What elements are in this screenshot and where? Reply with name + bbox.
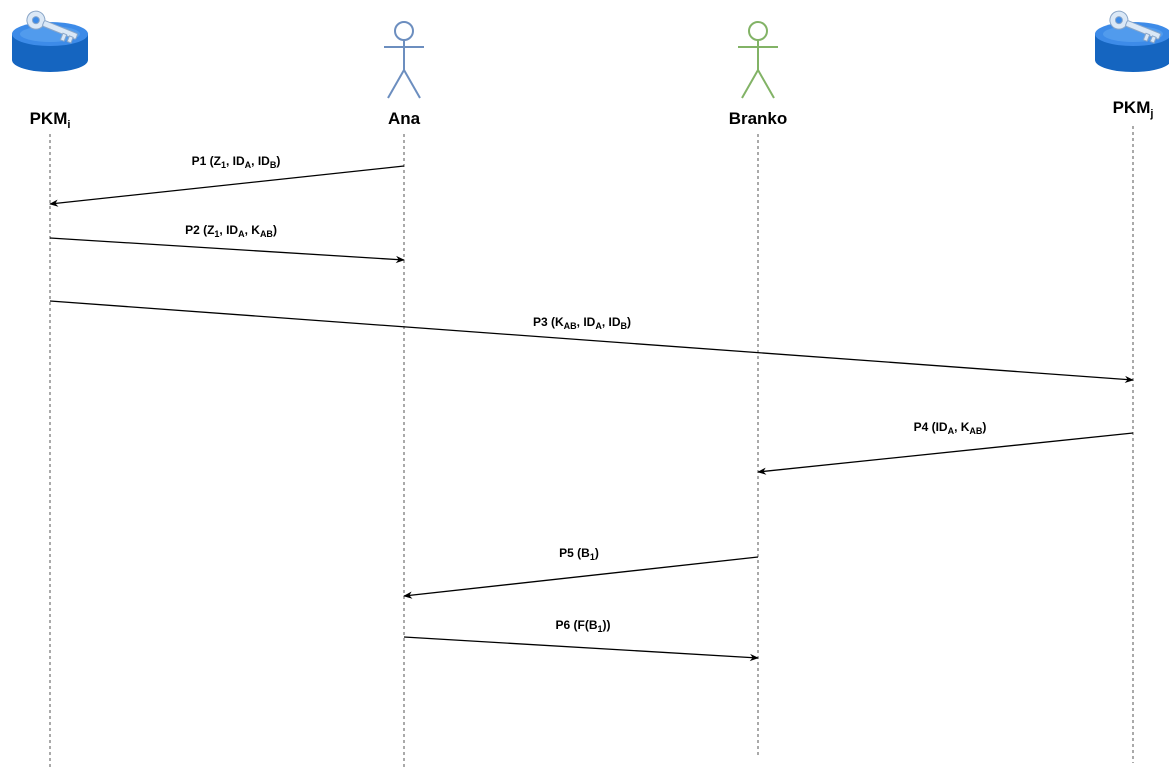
key-server-icon xyxy=(1095,10,1169,72)
participant-pkm-j: PKMj xyxy=(1095,10,1169,763)
message-label: P4 (IDA, KAB) xyxy=(914,420,987,436)
participant-label: PKMi xyxy=(30,109,71,131)
participant-branko: Branko xyxy=(729,21,788,758)
message-arrow xyxy=(49,165,405,207)
message-label: P2 (Z1, IDA, KAB) xyxy=(185,223,277,239)
message-arrow xyxy=(757,432,1134,475)
message-p4: P4 (IDA, KAB) xyxy=(757,420,1134,475)
message-label: P1 (Z1, IDA, IDB) xyxy=(192,154,281,170)
participant-label: PKMj xyxy=(1113,98,1154,120)
participant-label: Branko xyxy=(729,109,788,128)
participant-ana: Ana xyxy=(384,21,424,767)
message-arrow xyxy=(403,636,759,662)
key-server-icon xyxy=(12,10,88,72)
message-arrow xyxy=(49,237,405,264)
message-p3: P3 (KAB, IDA, IDB) xyxy=(49,300,1134,384)
message-label: P6 (F(B1)) xyxy=(555,618,610,634)
participant-pkm-i: PKMi xyxy=(12,10,88,767)
message-p2: P2 (Z1, IDA, KAB) xyxy=(49,223,405,264)
participant-label: Ana xyxy=(388,109,421,128)
message-p6: P6 (F(B1)) xyxy=(403,618,759,662)
message-label: P5 (B1) xyxy=(559,546,599,562)
actor-icon xyxy=(384,21,424,99)
message-arrow xyxy=(49,300,1134,384)
message-arrow xyxy=(403,556,759,599)
message-p1: P1 (Z1, IDA, IDB) xyxy=(49,154,405,207)
message-p5: P5 (B1) xyxy=(403,546,759,599)
actor-icon xyxy=(738,21,778,99)
message-label: P3 (KAB, IDA, IDB) xyxy=(533,315,631,331)
